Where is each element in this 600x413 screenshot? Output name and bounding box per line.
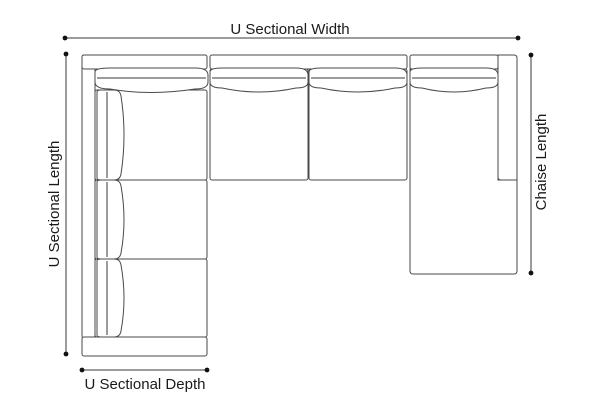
back-cushion-1 — [209, 67, 309, 93]
side-cushion-bottom — [96, 258, 125, 338]
width-label: U Sectional Width — [230, 21, 349, 38]
sofa-drawing — [81, 54, 518, 357]
chaise-seat — [409, 68, 518, 275]
chaise-end-dot — [528, 270, 534, 276]
length-end-dot — [63, 351, 69, 357]
top-backrest-middle — [209, 54, 408, 70]
length-dimension: U Sectional Length — [46, 51, 69, 357]
length-start-dot — [63, 51, 69, 57]
chaise-start-dot — [528, 52, 534, 58]
left-backrest — [81, 54, 96, 339]
top-backrest-corner — [81, 54, 208, 70]
depth-label: U Sectional Depth — [85, 376, 206, 393]
chaise-dimension: Chaise Length — [528, 52, 550, 276]
width-end-dot — [515, 35, 521, 41]
depth-start-dot — [79, 367, 85, 373]
left-arm — [81, 336, 208, 357]
width-dimension: U Sectional Width — [62, 21, 521, 41]
length-label: U Sectional Length — [46, 141, 63, 268]
chaise-right-arm — [497, 54, 518, 181]
back-cushion-chaise — [409, 67, 499, 93]
depth-end-dot — [204, 367, 210, 373]
chaise-label: Chaise Length — [533, 114, 550, 211]
top-backrest-chaise — [409, 54, 499, 70]
width-start-dot — [62, 35, 68, 41]
side-cushion-middle — [96, 179, 125, 260]
depth-dimension: U Sectional Depth — [79, 367, 210, 393]
back-cushion-corner — [94, 67, 209, 93]
back-cushion-2 — [308, 67, 408, 93]
side-cushion-top — [96, 89, 125, 181]
